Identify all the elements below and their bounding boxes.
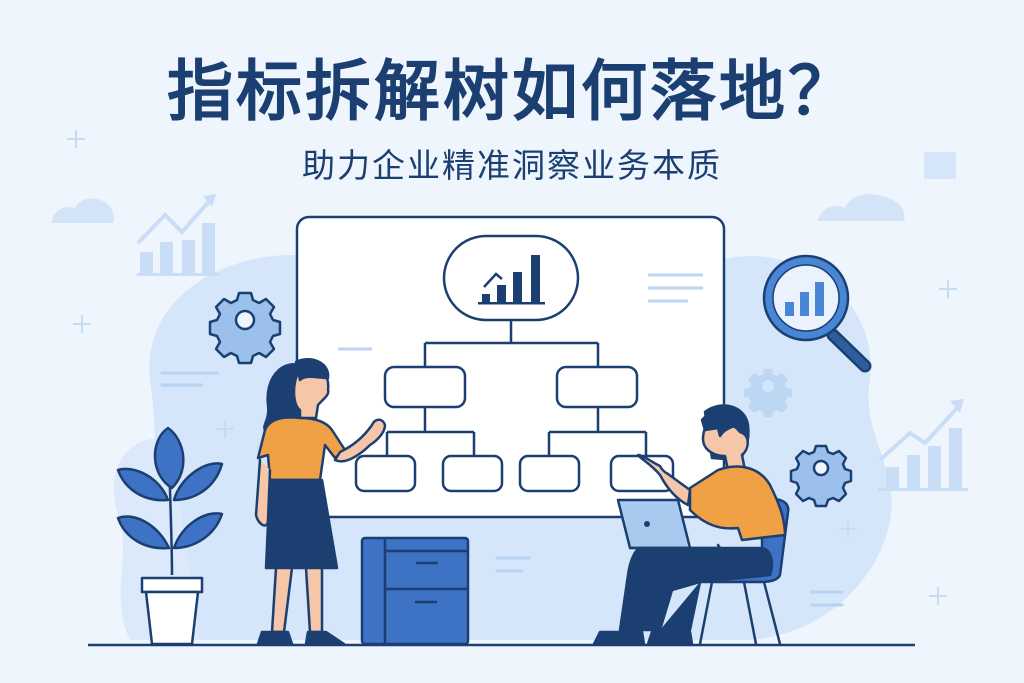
tree-node-l2 bbox=[354, 454, 417, 493]
bar-chart-trend-icon bbox=[478, 255, 545, 305]
tree-node-l2 bbox=[518, 454, 581, 493]
tree-root-node bbox=[442, 234, 580, 322]
growth-chart-icon bbox=[136, 194, 219, 276]
gear-icon bbox=[208, 291, 282, 365]
page-subtitle: 助力企业精准洞察业务本质 bbox=[302, 146, 722, 185]
metric-tree bbox=[354, 234, 675, 493]
gear-icon bbox=[744, 369, 792, 417]
growth-chart-icon bbox=[878, 399, 968, 491]
square-decoration bbox=[924, 152, 956, 179]
plus-decorations bbox=[67, 130, 957, 605]
gear-icon bbox=[789, 444, 853, 508]
page-title: 指标拆解树如何落地？ bbox=[167, 53, 857, 130]
potted-plant bbox=[116, 426, 224, 646]
magnifier-chart-icon bbox=[762, 254, 872, 373]
file-cabinet bbox=[360, 536, 470, 646]
tree-node-l2 bbox=[441, 454, 504, 493]
tree-node-l1 bbox=[555, 365, 639, 409]
tree-node-l1 bbox=[383, 365, 467, 409]
man-with-laptop bbox=[592, 404, 787, 646]
cloud-icon bbox=[52, 194, 905, 223]
woman-presenter bbox=[254, 358, 387, 646]
